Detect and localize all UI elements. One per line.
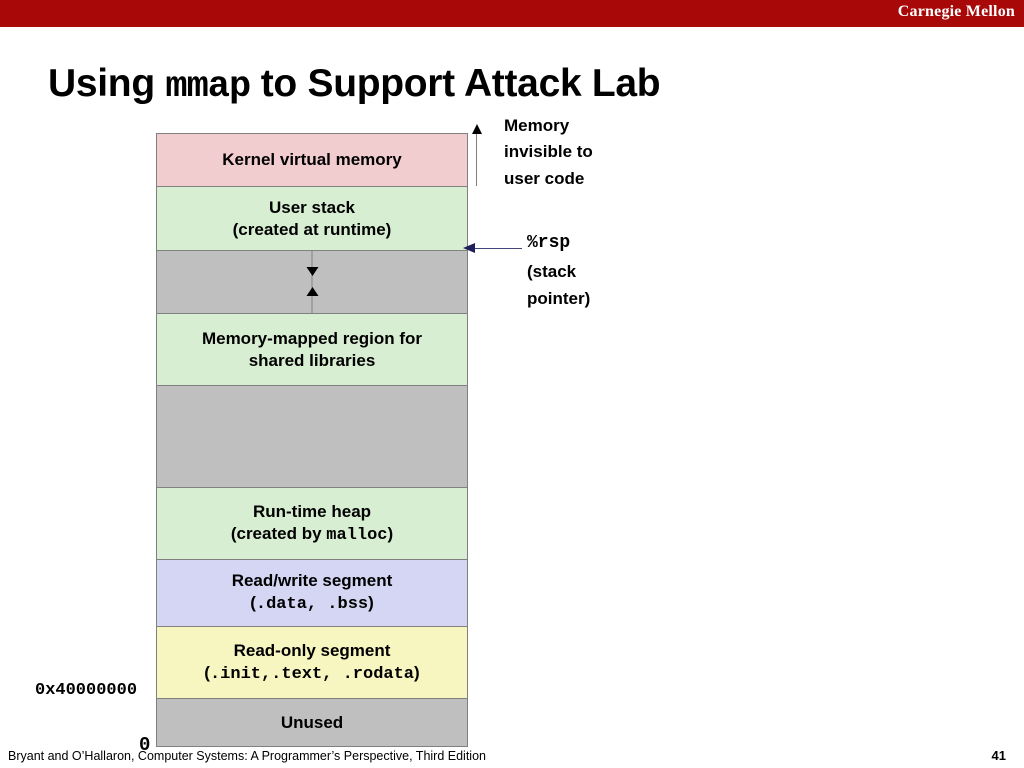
block-read-only-segment: Read-only segment (.init,.text, .rodata) <box>157 627 467 699</box>
block-stack-growth-gap <box>157 251 467 314</box>
annotation-rsp-line-2: (stack <box>527 261 577 281</box>
block-heap-label-2: (created by malloc) <box>231 523 393 547</box>
block-kernel-label: Kernel virtual memory <box>222 150 402 170</box>
rw-label-sections: .data, .bss <box>255 595 369 614</box>
block-user-stack-label-2: (created at runtime) <box>232 219 392 239</box>
block-user-stack: User stack (created at runtime) <box>157 187 467 251</box>
arrow-up-icon <box>471 124 482 134</box>
rw-label-prefix: ( <box>250 593 256 612</box>
memory-layout-diagram: Kernel virtual memory User stack (create… <box>156 133 468 747</box>
block-unused-label: Unused <box>280 712 344 732</box>
address-label-0x40000000: 0x40000000 <box>35 681 138 700</box>
title-part-2: to Support Attack Lab <box>250 62 661 105</box>
title-mono-mmap: mmap <box>165 66 251 108</box>
block-rw-label-2: (.data, .bss) <box>250 592 374 616</box>
kernel-region-pointer-line <box>471 124 482 186</box>
annotation-kernel-line-2: invisible to <box>504 142 593 162</box>
ro-label-prefix: ( <box>204 662 210 682</box>
arrow-left-icon <box>463 243 475 253</box>
block-mmap-label-2: shared libraries <box>248 350 376 370</box>
block-run-time-heap: Run-time heap (created by malloc) <box>157 488 467 560</box>
footer-citation: Bryant and O’Hallaron, Computer Systems:… <box>8 749 486 763</box>
block-kernel-virtual-memory: Kernel virtual memory <box>157 134 467 187</box>
block-unused: Unused <box>157 699 467 746</box>
block-ro-label-1: Read-only segment <box>233 640 391 660</box>
block-heap-label-1: Run-time heap <box>252 501 372 521</box>
block-rw-label-1: Read/write segment <box>231 571 393 591</box>
heap-label-prefix: (created by <box>230 523 327 543</box>
annotation-kernel-line-3: user code <box>504 168 585 188</box>
annotation-kernel-invisible: Memory invisible to user code <box>504 113 634 192</box>
header-band <box>0 0 1024 27</box>
block-user-stack-label-1: User stack <box>268 197 355 217</box>
annotation-rsp-line-3: pointer) <box>527 288 591 308</box>
block-unmapped-gap <box>157 386 467 488</box>
block-memory-mapped-region: Memory-mapped region for shared librarie… <box>157 314 467 386</box>
ro-label-sections: .init,.text, .rodata <box>209 664 415 684</box>
block-read-write-segment: Read/write segment (.data, .bss) <box>157 560 467 627</box>
address-label-zero: 0 <box>139 734 151 756</box>
footer-page-number: 41 <box>991 748 1006 763</box>
heap-label-suffix: ) <box>387 523 394 543</box>
annotation-rsp-register: %rsp <box>527 233 571 253</box>
annotation-stack-pointer: %rsp (stack pointer) <box>527 229 647 312</box>
arrow-down-icon <box>306 267 318 276</box>
ro-label-suffix: ) <box>414 662 420 682</box>
arrow-up-icon <box>306 287 318 296</box>
heap-label-malloc: malloc <box>326 525 388 545</box>
block-ro-label-2: (.init,.text, .rodata) <box>204 662 419 686</box>
title-part-1: Using <box>48 62 166 105</box>
page-title: Using mmap to Support Attack Lab <box>48 62 661 108</box>
stack-growth-arrows <box>306 251 318 313</box>
rw-label-suffix: ) <box>368 593 374 612</box>
block-mmap-label-1: Memory-mapped region for <box>201 328 423 348</box>
rsp-pointer-line <box>463 243 522 253</box>
annotation-kernel-line-1: Memory <box>504 116 570 135</box>
brand-label: Carnegie Mellon <box>897 3 1015 20</box>
